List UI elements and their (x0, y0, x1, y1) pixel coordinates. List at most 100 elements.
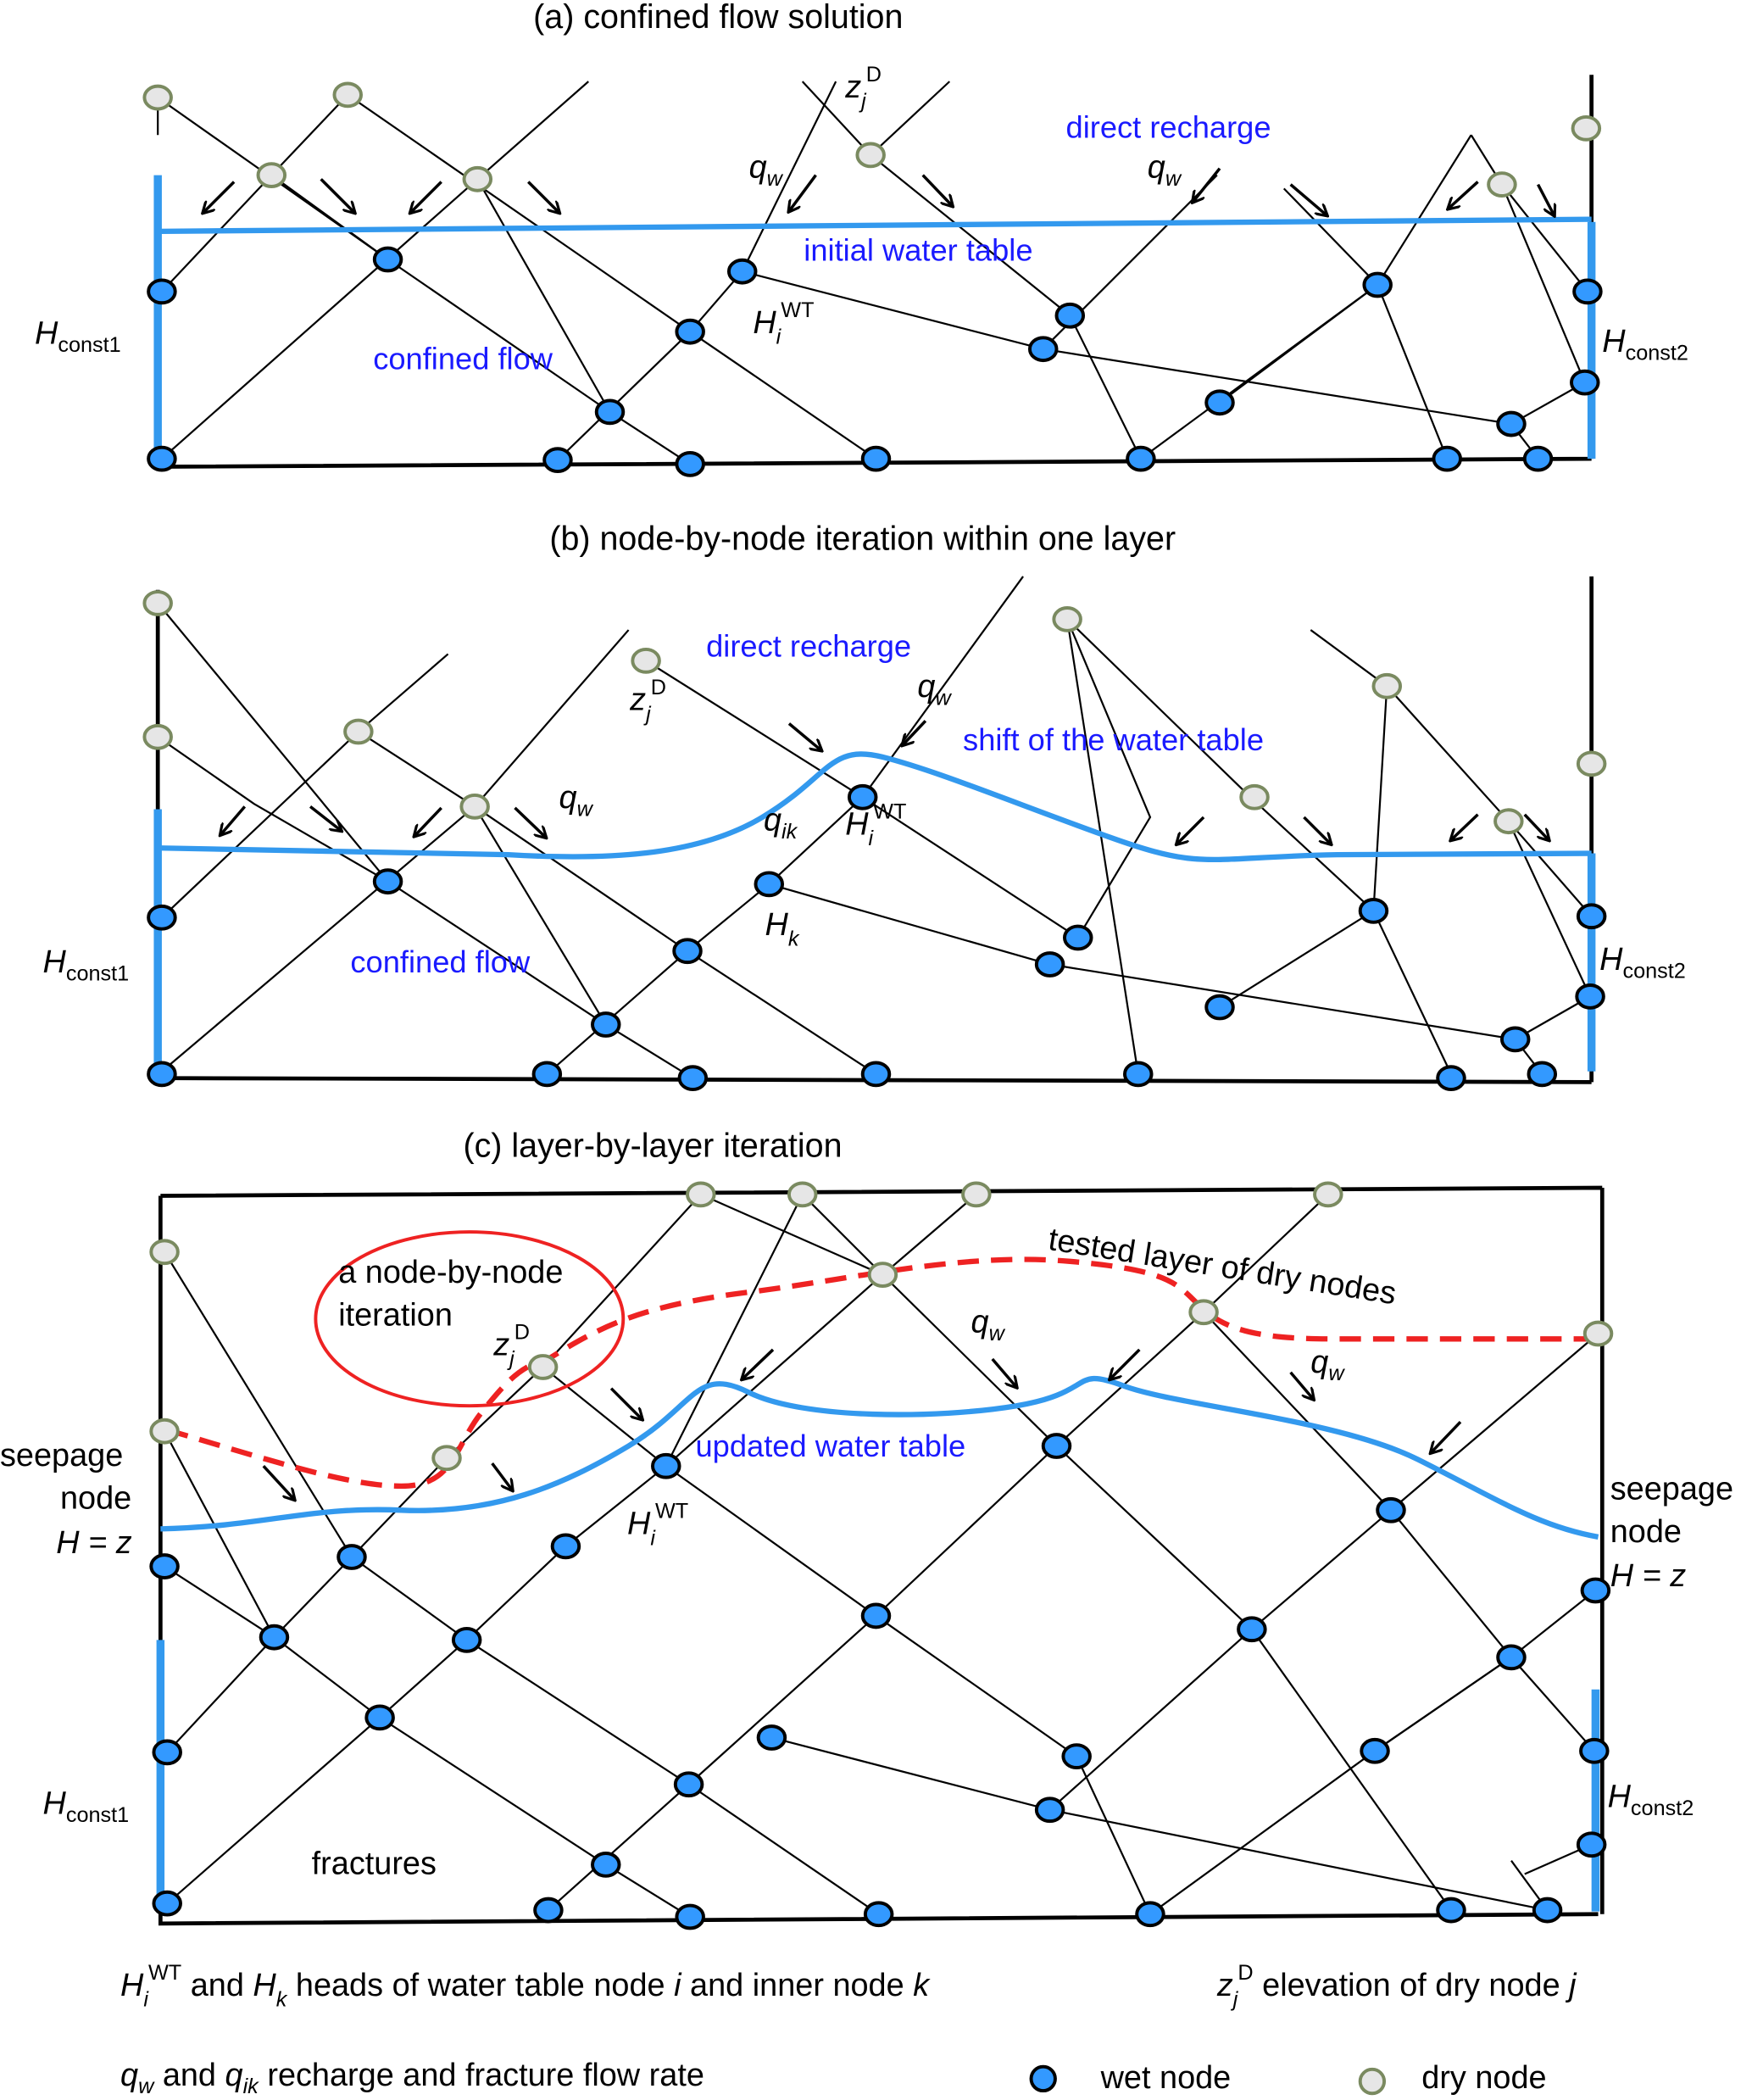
wet-node (1576, 1831, 1607, 1858)
dry-node (332, 81, 363, 109)
wet-node (1054, 302, 1086, 329)
wet-node (147, 1061, 177, 1088)
initial-water-table-line (160, 216, 1592, 235)
legend-elevation: zjD elevation of dry node j (1216, 1961, 1577, 2012)
wet-node (1063, 924, 1093, 951)
dry-node (1571, 114, 1602, 142)
wet-node (364, 1704, 395, 1731)
recharge-arrow (320, 178, 354, 212)
node-by-node-ellipse (314, 1230, 626, 1408)
wet-node (675, 1903, 705, 1930)
legend-rates: qw and qik recharge and fracture flow ra… (120, 2058, 704, 2098)
dry-node (867, 1262, 898, 1288)
recharge-arrow (1431, 1420, 1462, 1452)
confined-flow-label: confined flow (373, 341, 553, 376)
wet-node (152, 1890, 182, 1917)
qw-label: qw (1310, 1345, 1345, 1385)
dry-node (787, 1181, 818, 1208)
fractures-label: fractures (312, 1846, 437, 1881)
wet-node (860, 1061, 892, 1088)
dry-node (142, 590, 173, 616)
dry-node (1487, 171, 1517, 198)
legend: HiWT and Hk heads of water table node i … (120, 1961, 1577, 2098)
wet-node (149, 1553, 180, 1579)
ellipse-label-line2: iteration (338, 1298, 453, 1334)
dry-node (1188, 1299, 1219, 1326)
wet-node (1572, 278, 1603, 305)
direct-recharge-label: direct recharge (706, 629, 911, 664)
panel-b-title: (b) node-by-node iteration within one la… (549, 520, 1176, 557)
wet-node (1436, 1065, 1466, 1092)
Hconst2-label: Hconst2 (1608, 1780, 1694, 1820)
dry-node (462, 165, 493, 192)
wet-node (594, 398, 626, 426)
HiWT-label: HiWT (627, 1500, 688, 1551)
Hconst1-label: Hconst1 (35, 315, 121, 356)
dry-node (256, 162, 287, 188)
panel-a-title: (a) confined flow solution (533, 0, 903, 36)
ellipse-label-line1: a node-by-node (338, 1255, 563, 1290)
dry-node-legend-icon (1358, 2067, 1387, 2096)
wet-node (1204, 389, 1235, 416)
wet-node (1360, 1737, 1390, 1764)
Hconst2-label: Hconst2 (1599, 942, 1686, 983)
wet-node (147, 278, 177, 305)
dry-node (1313, 1181, 1343, 1208)
dry-node (527, 1354, 559, 1380)
wet-node (1237, 1616, 1267, 1643)
zjD-label: zjD (629, 676, 666, 727)
dry-node (459, 793, 490, 820)
recharge-arrow (1289, 183, 1327, 215)
recharge-arrow (309, 805, 341, 830)
panel-c-title: (c) layer-by-layer iteration (463, 1128, 842, 1165)
wet-node (860, 445, 892, 472)
dry-node (1576, 750, 1607, 777)
wet-node-legend-icon (1029, 2064, 1057, 2093)
recharge-arrow (514, 806, 545, 838)
wet-node (1376, 1496, 1406, 1523)
dry-node (961, 1181, 992, 1208)
Hconst2-label: Hconst2 (1602, 324, 1688, 365)
recharge-arrow (921, 174, 953, 206)
zjD-label: zjD (492, 1320, 530, 1371)
wet-node (1432, 445, 1462, 472)
legend-dry-node: dry node (1421, 2060, 1546, 2096)
seepage-node-right-3: H = z (1610, 1558, 1686, 1594)
dry-node (149, 1239, 180, 1266)
dry-node (631, 647, 661, 674)
dry-node (855, 142, 886, 169)
seepage-node-left-3: H = z (56, 1525, 131, 1561)
nodes (142, 81, 1603, 477)
Hk-label: Hk (765, 907, 800, 951)
dry-node (1493, 808, 1524, 835)
wet-node (1034, 951, 1065, 978)
dry-node (142, 84, 173, 111)
recharge-arrow (262, 1465, 294, 1499)
wet-node (675, 318, 705, 345)
wet-node (1527, 1061, 1558, 1088)
recharge-arrows (203, 167, 1555, 215)
wet-node (591, 1852, 621, 1878)
wet-node (531, 1061, 563, 1088)
wet-node (259, 1624, 290, 1651)
wet-node (1579, 1737, 1610, 1764)
confined-flow-label: confined flow (350, 944, 531, 979)
seepage-node-right-1: seepage (1610, 1472, 1733, 1507)
Hconst1-label: Hconst1 (42, 944, 129, 985)
HiWT-label: HiWT (753, 298, 814, 349)
seepage-node-left-2: node (60, 1481, 131, 1517)
qw-label: qw (1148, 150, 1182, 191)
wet-node (372, 868, 403, 895)
dry-node (686, 1181, 716, 1208)
wet-node (1522, 445, 1554, 472)
shift-water-table-label: shift of the water table (963, 722, 1264, 757)
wet-node (147, 904, 177, 931)
dry-node (1052, 606, 1082, 632)
dry-node (343, 718, 374, 745)
recharge-arrow (903, 720, 927, 744)
wet-node (1570, 369, 1600, 396)
wet-node (1135, 1901, 1165, 1928)
wet-node (550, 1533, 581, 1560)
shifted-water-table-line (160, 751, 1592, 863)
wet-node (1034, 1796, 1065, 1824)
